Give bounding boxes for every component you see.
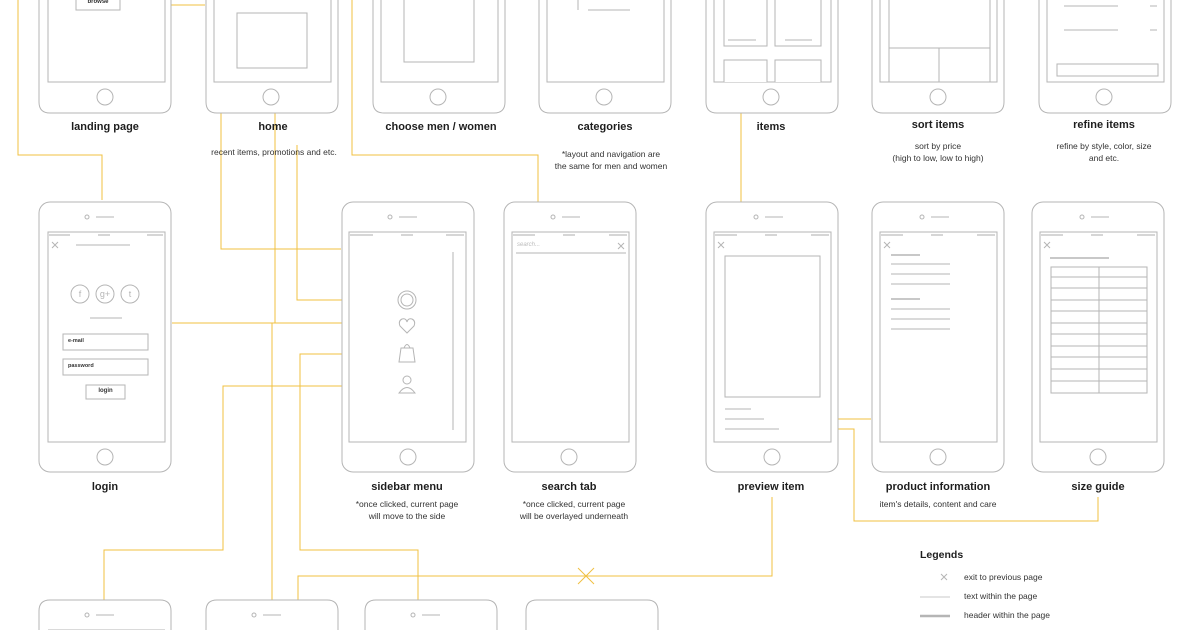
connector-landing-to-login [17, 0, 103, 200]
home-button-icon [560, 448, 578, 466]
legend-title: Legends [920, 549, 964, 561]
email-label[interactable]: e-mail [68, 338, 84, 344]
title-landing-page: landing page [71, 121, 139, 133]
close-icon [51, 241, 59, 249]
home-button-icon [262, 88, 280, 106]
email-field [62, 333, 149, 351]
title-size-guide: size guide [1071, 481, 1125, 493]
person-icon [402, 375, 412, 385]
title-home: home [258, 121, 288, 133]
title-search-tab: search tab [541, 481, 597, 493]
facebook-icon [70, 284, 90, 304]
legend-text: text within the page [964, 591, 1038, 601]
social-glyphs: f g+ t [79, 289, 132, 299]
title-choose: choose men / women [385, 121, 497, 133]
legend-marks [920, 573, 950, 618]
note-categories-1: *layout and navigation are [561, 149, 661, 159]
phone-bottom-4 [525, 599, 659, 630]
title-refine-items: refine items [1073, 119, 1135, 131]
svg-text:f: f [79, 289, 82, 299]
search-placeholder[interactable]: search... [517, 242, 541, 248]
login-button-label[interactable]: login [98, 388, 113, 394]
svg-text:g+: g+ [100, 289, 110, 299]
password-field [62, 358, 149, 376]
note-home: recent items, promotions and etc. [211, 147, 337, 157]
title-login: login [91, 481, 119, 493]
browse-button [75, 0, 121, 11]
title-sort-items: sort items [911, 119, 965, 131]
login-button [85, 384, 126, 400]
shopping-bag-icon [398, 344, 416, 363]
note-sort-1: sort by price [914, 141, 962, 151]
close-icons [51, 241, 1051, 250]
home-button-icon [929, 448, 947, 466]
home-button-icon [96, 448, 114, 466]
note-refine-2: and etc. [1088, 153, 1120, 163]
phones-top-row [38, 0, 1172, 114]
note-sort-2: (high to low, low to high) [892, 153, 984, 163]
note-sidebar-1: *once clicked, current page [355, 499, 459, 509]
title-categories: categories [577, 121, 633, 133]
twitter-icon [120, 284, 140, 304]
phones-middle-row [38, 201, 1165, 473]
home-button-icon [929, 88, 947, 106]
legend-exit: exit to previous page [964, 572, 1043, 582]
home-button-icon [1095, 88, 1113, 106]
note-search-1: *once clicked, current page [522, 499, 626, 509]
close-icon [617, 242, 625, 250]
title-sidebar-menu: sidebar menu [371, 481, 443, 493]
close-icon [883, 241, 891, 249]
browse-label[interactable]: browse [87, 0, 109, 5]
password-label[interactable]: password [68, 363, 94, 369]
home-button-icon [762, 88, 780, 106]
x-crossing-icon [577, 567, 595, 585]
close-icon [717, 241, 725, 249]
title-product-information: product information [885, 481, 991, 493]
title-items: items [756, 121, 786, 133]
note-categories-2: the same for men and women [554, 161, 668, 171]
home-button-icon [429, 88, 447, 106]
note-refine-1: refine by style, color, size [1056, 141, 1152, 151]
svg-text:t: t [129, 289, 132, 299]
google-plus-icon [95, 284, 115, 304]
note-sidebar-2: will move to the side [368, 511, 446, 521]
home-button-icon [763, 448, 781, 466]
exit-x-icon [940, 573, 948, 581]
note-product-1: item's details, content and care [879, 499, 997, 509]
home-button-icon [595, 88, 613, 106]
home-button-icon [399, 448, 417, 466]
close-icon [1043, 241, 1051, 249]
note-search-2: will be overlayed underneath [519, 511, 629, 521]
heart-icon [398, 318, 416, 334]
home-button-icon [96, 88, 114, 106]
connector-to-search [351, 0, 539, 210]
connector-bag [299, 353, 419, 630]
phones-bottom-row [38, 599, 659, 630]
title-preview-item: preview item [737, 481, 805, 493]
connector-person [103, 385, 394, 630]
legend-header: header within the page [964, 610, 1051, 620]
home-button-icon [1089, 448, 1107, 466]
